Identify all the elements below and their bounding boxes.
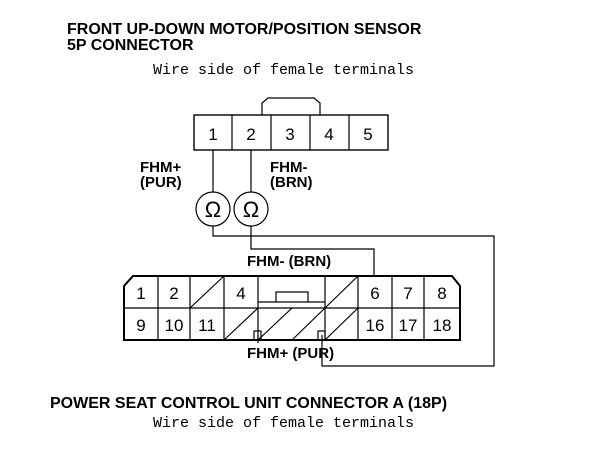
wire-fhm-minus-label: FHM- (BRN) (247, 253, 331, 270)
connector-latch (275, 291, 309, 303)
top-pin-2: 2 (246, 125, 255, 144)
empty-cavity-5 (324, 275, 359, 309)
top-connector-subtitle: Wire side of female terminals (153, 62, 414, 79)
bottom-pin-18: 18 (433, 316, 452, 335)
connector-latch (261, 97, 321, 115)
ohm-icon: Ω (243, 197, 259, 222)
ohm-icon: Ω (205, 197, 221, 222)
bottom-pin-6: 6 (370, 284, 379, 303)
top-5p-connector: 1 2 3 4 5 (193, 97, 389, 151)
bottom-pin-7: 7 (403, 284, 412, 303)
top-connector-title-line2: 5P CONNECTOR (67, 37, 194, 54)
bottom-18p-connector: 1 2 4 6 7 8 9 10 11 16 17 18 (123, 275, 461, 341)
bottom-pin-8: 8 (437, 284, 446, 303)
bottom-connector-title: POWER SEAT CONTROL UNIT CONNECTOR A (18P… (50, 395, 447, 412)
terminal-marker-right (317, 330, 326, 341)
empty-cavity-15 (324, 307, 359, 341)
top-pin-5: 5 (363, 125, 372, 144)
bottom-pin-1: 1 (136, 284, 145, 303)
empty-cavity-13 (257, 307, 293, 341)
wire-fhm-plus (212, 226, 495, 367)
empty-cavity-12 (223, 307, 259, 341)
probe-right-color: (BRN) (270, 174, 313, 191)
bottom-pin-16: 16 (366, 316, 385, 335)
bottom-connector-subtitle: Wire side of female terminals (153, 415, 414, 432)
top-pin-3: 3 (285, 125, 294, 144)
terminal-marker-left (253, 330, 262, 341)
top-connector-title-line1: FRONT UP-DOWN MOTOR/POSITION SENSOR (67, 21, 422, 38)
connector-housing (123, 275, 461, 341)
bottom-pin-11: 11 (198, 316, 216, 335)
ohmmeter-left: Ω (195, 191, 231, 227)
ohmmeter-right: Ω (233, 191, 269, 227)
empty-cavity-14 (291, 307, 326, 341)
probe-right-name: FHM- (270, 159, 308, 176)
wire-fhm-plus-label: FHM+ (PUR) (247, 345, 334, 362)
connector-housing (193, 114, 389, 151)
top-pin-1: 1 (208, 125, 217, 144)
probe-left-name: FHM+ (140, 159, 181, 176)
empty-cavity-3 (189, 275, 225, 309)
bottom-pin-10: 10 (165, 316, 184, 335)
wire-fhm-minus (250, 226, 375, 276)
probe-left-color: (PUR) (140, 174, 182, 191)
bottom-pin-17: 17 (399, 316, 418, 335)
bottom-pin-2: 2 (169, 284, 178, 303)
top-pin-4: 4 (324, 125, 333, 144)
bottom-pin-4: 4 (236, 284, 245, 303)
bottom-pin-9: 9 (136, 316, 145, 335)
